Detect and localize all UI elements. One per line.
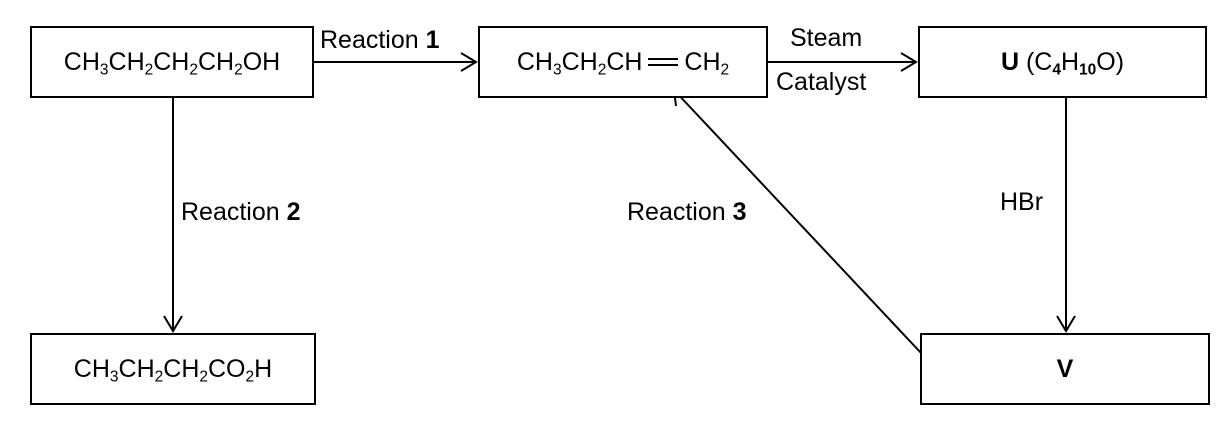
butanol-box: CH3CH2CH2CH2OH [30, 26, 314, 98]
catalyst-label: Catalyst [776, 68, 867, 96]
hydration-arrow [768, 52, 918, 72]
hbr-arrow [1056, 96, 1076, 333]
reaction-2-label: Reaction 2 [181, 198, 301, 226]
reaction-3-label: Reaction 3 [627, 198, 747, 226]
compound-v-box: V [920, 333, 1210, 405]
butanoic-acid-box: CH3CH2CH2CO2H [30, 333, 316, 405]
reaction-1-arrow [313, 52, 478, 72]
compound-v-label: V [1056, 354, 1074, 383]
compound-u-box: U (C4H10O) [918, 26, 1207, 98]
reaction-1-label: Reaction 1 [320, 26, 440, 54]
reaction-2-arrow [163, 96, 183, 333]
butanol-formula: CH3CH2CH2CH2OH [63, 47, 281, 78]
steam-label: Steam [790, 24, 863, 52]
acid-formula: CH3CH2CH2CO2H [73, 354, 273, 385]
hbr-label: HBr [1000, 188, 1044, 216]
double-bond [648, 57, 679, 66]
compound-u-label: U (C4H10O) [1000, 47, 1125, 78]
